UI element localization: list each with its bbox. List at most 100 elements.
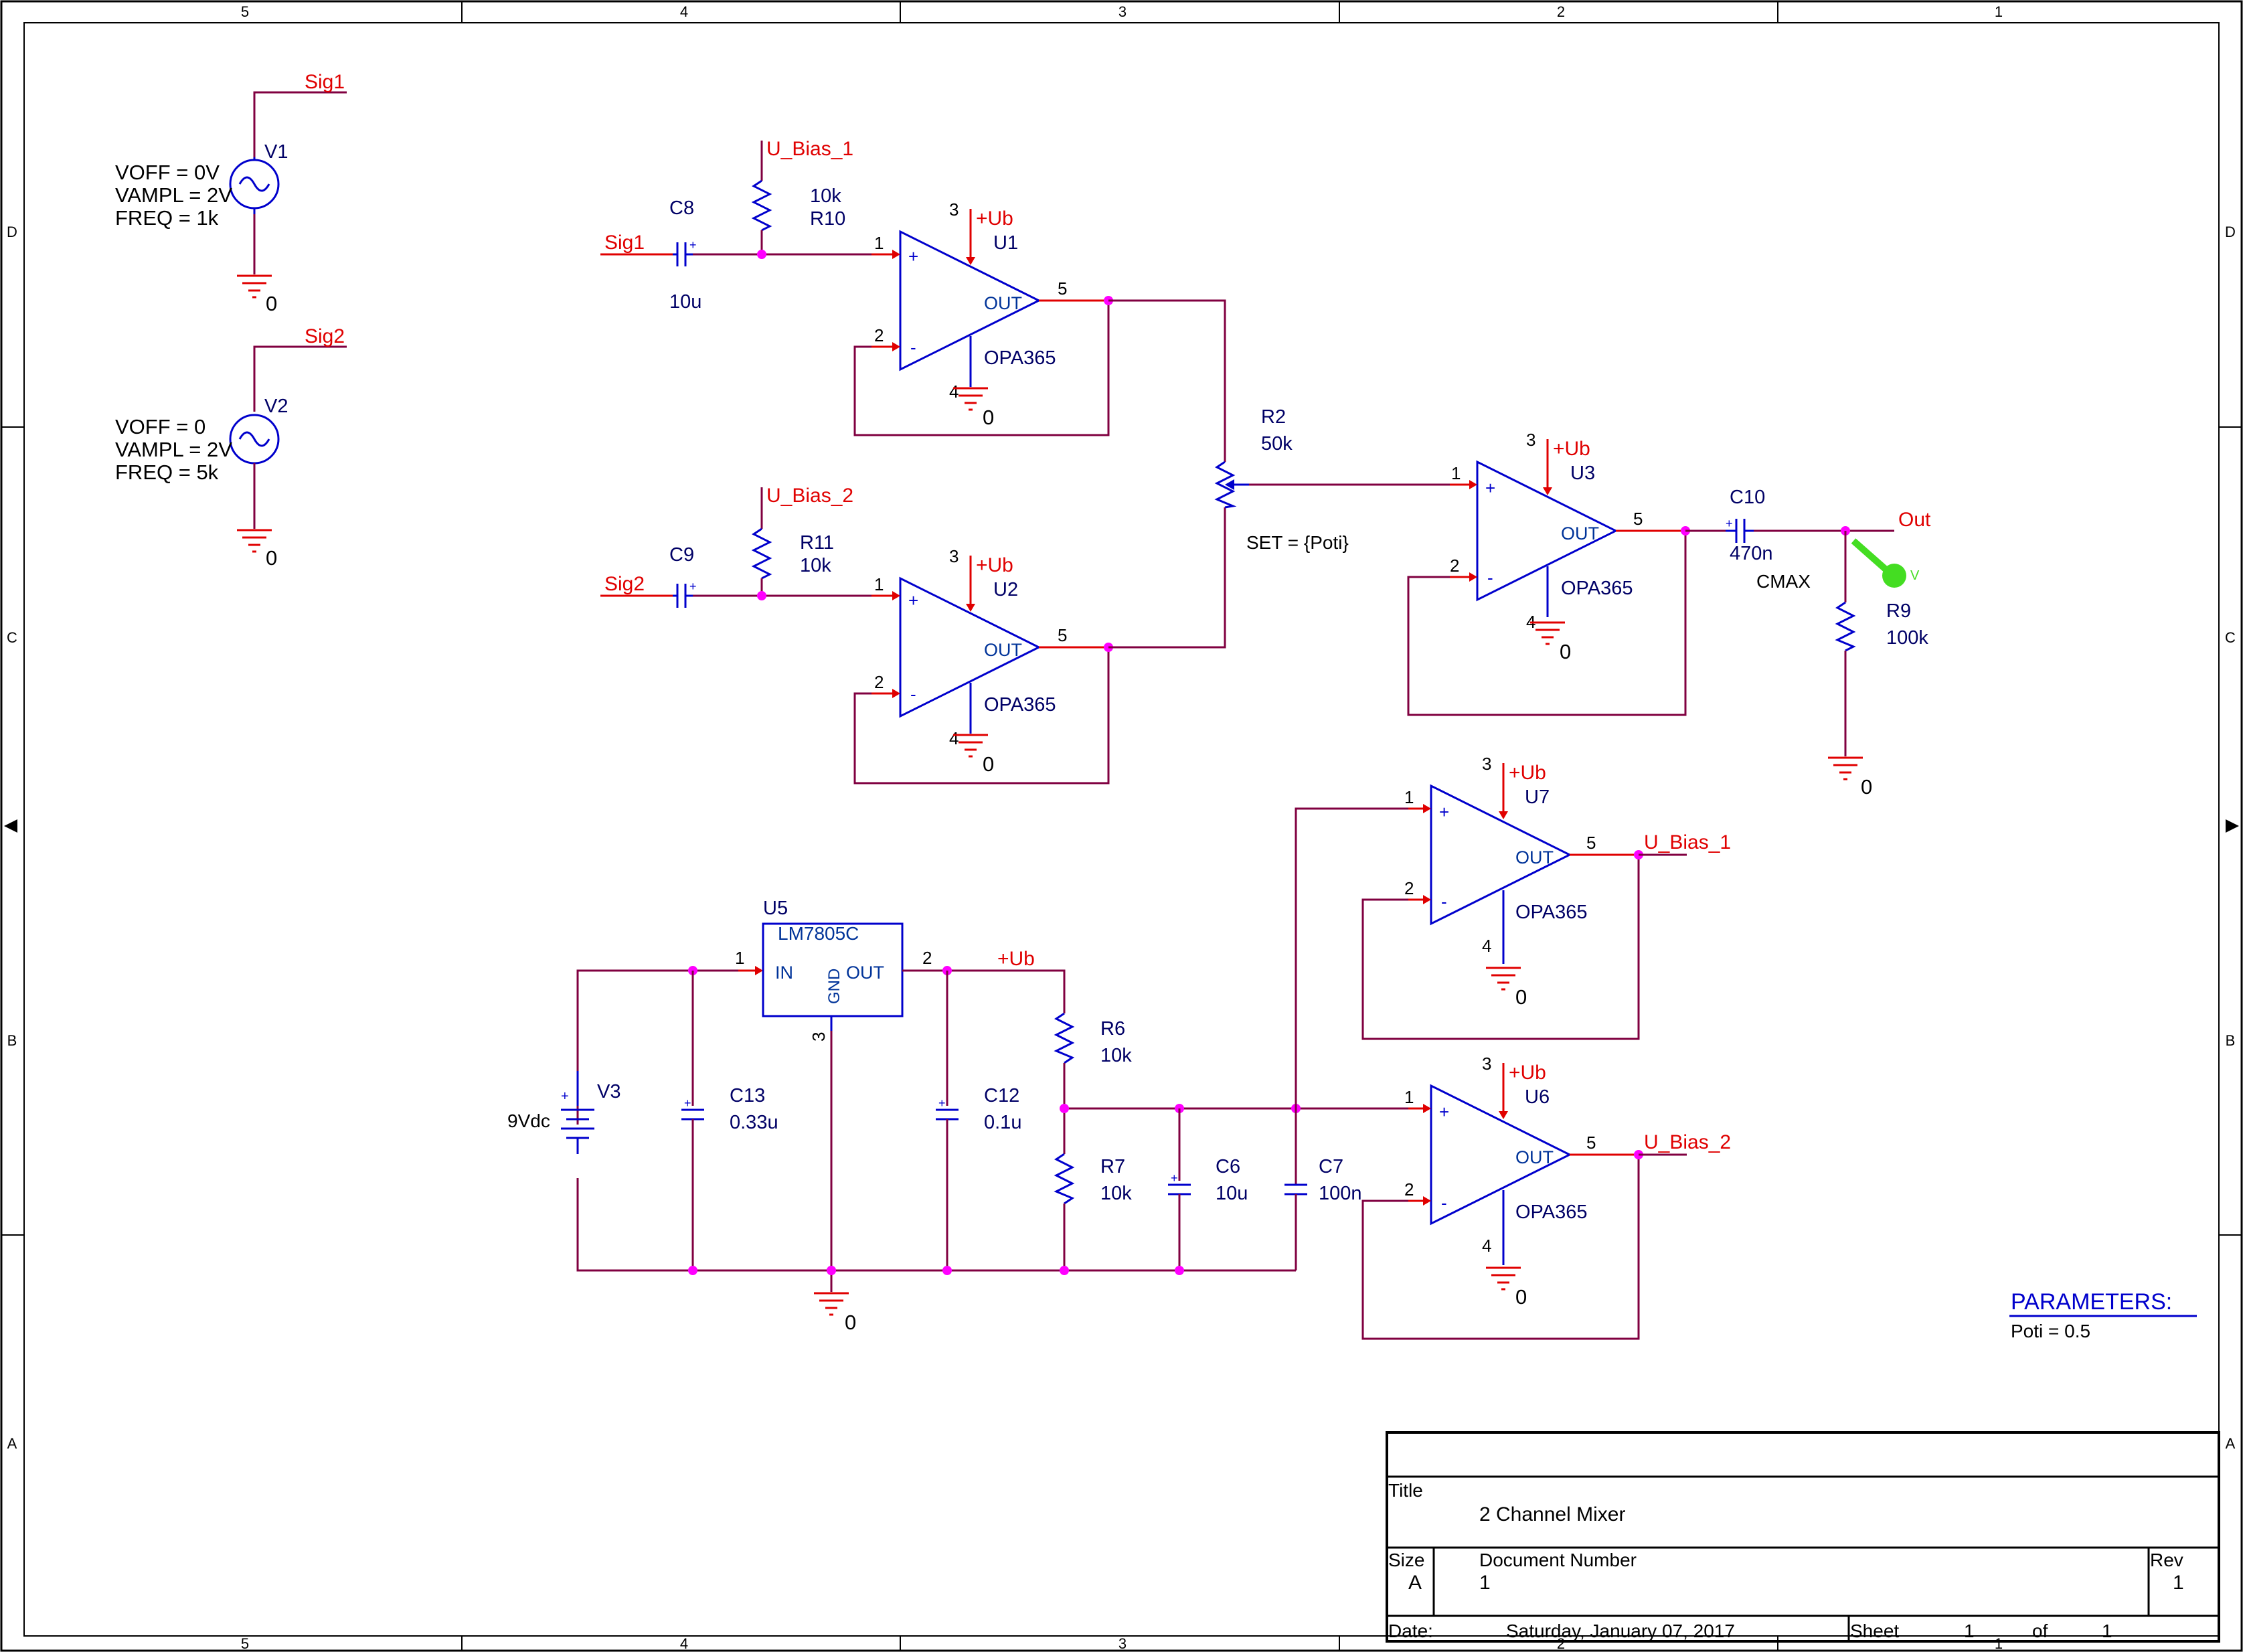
svg-text:+: + xyxy=(908,590,918,610)
c12-ref: C12 xyxy=(984,1085,1019,1106)
r2-value: 50k xyxy=(1261,433,1293,455)
resistor-r10[interactable]: U_Bias_1 10k R10 xyxy=(751,138,853,254)
u1-pin-5: 5 xyxy=(1058,278,1067,299)
c6-value: 10u xyxy=(1216,1183,1248,1204)
doc-number-label: Document Number xyxy=(1479,1550,1637,1570)
v1-param-voff: VOFF = 0V xyxy=(115,161,220,184)
u1-pin-1: 1 xyxy=(874,233,884,253)
regulator-u5[interactable]: U5 LM7805C IN OUT GND 2 3 xyxy=(762,898,932,1042)
u3-ref: U3 xyxy=(1570,463,1595,484)
u5-ref: U5 xyxy=(763,898,788,919)
r6-ref: R6 xyxy=(1100,1018,1125,1040)
r9-gnd-label: 0 xyxy=(1861,775,1872,799)
date-value: Saturday, January 07, 2017 xyxy=(1506,1621,1735,1641)
u5-gnd-label: GND xyxy=(825,969,843,1004)
svg-text:+: + xyxy=(1726,517,1733,530)
row-label-right-d: D xyxy=(2225,224,2236,240)
title-value: 2 Channel Mixer xyxy=(1479,1503,1625,1525)
net-label-u-bias-1: U_Bias_1 xyxy=(1644,831,1731,853)
resistor-r7[interactable]: R7 10k xyxy=(1054,1108,1132,1270)
svg-text:+: + xyxy=(689,238,697,252)
opamp-u1[interactable]: 1 2 + - 3 +Ub U1 OUT 5 OPA365 4 0 xyxy=(871,199,1108,429)
v2-param-voff: VOFF = 0 xyxy=(115,415,205,438)
parameters-block[interactable]: PARAMETERS: Poti = 0.5 xyxy=(2009,1289,2197,1341)
c9-ref: C9 xyxy=(669,544,694,566)
doc-number-value: 1 xyxy=(1479,1572,1491,1594)
u6-ref: U6 xyxy=(1525,1086,1550,1108)
r2-set: SET = {Poti} xyxy=(1246,532,1349,553)
u1-out-pin-label: OUT xyxy=(984,293,1022,313)
u7-pin-4: 4 xyxy=(1482,936,1491,956)
u3-supply: +Ub xyxy=(1553,438,1590,460)
v1-param-vampl: VAMPL = 2V xyxy=(115,183,232,207)
potentiometer-r2[interactable]: R2 50k SET = {Poti} xyxy=(1214,406,1349,553)
resistor-r11[interactable]: U_Bias_2 R11 10k xyxy=(751,485,853,596)
c8-ref: C8 xyxy=(669,197,694,219)
u2-pin-4: 4 xyxy=(949,728,959,748)
resistor-r9[interactable]: R9 100k xyxy=(1835,531,1928,756)
v1-ref: V1 xyxy=(264,141,288,163)
r11-value: 10k xyxy=(800,555,831,576)
svg-text:+: + xyxy=(1485,478,1495,498)
svg-text:-: - xyxy=(1441,1193,1447,1213)
opamp-u7[interactable]: 1 2 + - 3 +Ub U7 OUT 5 OPA365 4 0 xyxy=(1404,754,1639,1009)
u5-pin-2: 2 xyxy=(922,948,932,968)
r9-ref: R9 xyxy=(1886,600,1911,622)
r6-value: 10k xyxy=(1100,1045,1132,1066)
u6-pin-5: 5 xyxy=(1586,1133,1596,1153)
source-v1[interactable]: Sig1 V1 VOFF = 0V VAMPL = 2V FREQ = 1k 0 xyxy=(115,71,347,315)
u7-ref: U7 xyxy=(1525,787,1550,808)
row-label-right-b: B xyxy=(2226,1032,2236,1049)
capacitor-c6[interactable]: + C6 10u xyxy=(1168,1108,1248,1270)
row-label-right-c: C xyxy=(2225,629,2236,646)
mixer-stage[interactable]: R2 50k SET = {Poti} 1 2 + - 3 +Ub U3 OUT… xyxy=(1214,406,1931,799)
svg-text:+: + xyxy=(684,1096,691,1110)
opamp-triangle-icon xyxy=(899,230,1042,371)
sheet-count: 1 xyxy=(2102,1621,2112,1641)
u6-pin-3: 3 xyxy=(1482,1054,1491,1074)
capacitor-c10[interactable]: + C10 470n CMAX xyxy=(1726,487,1811,592)
title-label: Title xyxy=(1388,1480,1423,1501)
capacitor-c12[interactable]: + C12 0.1u xyxy=(936,971,1021,1270)
voltage-probe-marker[interactable]: V xyxy=(1851,538,1920,588)
opamp-u6[interactable]: 1 2 + - 3 +Ub U6 OUT 5 OPA365 4 0 xyxy=(1404,1054,1639,1309)
v2-param-vampl: VAMPL = 2V xyxy=(115,438,232,461)
u5-out-label: OUT xyxy=(846,963,884,983)
sheet-label: Sheet xyxy=(1850,1621,1899,1641)
v3-ref: V3 xyxy=(597,1081,620,1102)
power-supply[interactable]: 1 U5 LM7805C IN OUT GND 2 3 +Ub + V3 9Vd… xyxy=(507,807,1408,1334)
u7-pin-5: 5 xyxy=(1586,833,1596,853)
capacitor-c7[interactable]: C7 100n xyxy=(1284,1108,1362,1270)
opamp-u3[interactable]: 1 2 + - 3 +Ub U3 OUT 5 OPA365 4 0 xyxy=(1450,430,1685,663)
channel-2-input-buffer[interactable]: Sig2 + C9 U_Bias_2 R11 10k 1 2 + - xyxy=(600,485,1226,784)
v3-value: 9Vdc xyxy=(507,1110,550,1131)
col-label-top-4: 4 xyxy=(680,3,688,20)
u6-supply: +Ub xyxy=(1509,1062,1546,1084)
u2-pin-1: 1 xyxy=(874,574,884,594)
c6-ref: C6 xyxy=(1216,1156,1240,1177)
ground-icon xyxy=(814,1292,849,1316)
svg-text:+: + xyxy=(561,1089,569,1104)
net-label-sig1-source: Sig1 xyxy=(305,71,345,93)
row-label-left-c: C xyxy=(7,629,17,646)
parameters-heading: PARAMETERS: xyxy=(2011,1289,2172,1315)
v2-gnd-label: 0 xyxy=(266,546,277,570)
u1-pin-4: 4 xyxy=(949,382,959,402)
capacitor-c13[interactable]: + C13 0.33u xyxy=(681,971,778,1270)
r11-ref: R11 xyxy=(800,532,834,554)
opamp-u2[interactable]: 1 2 + - 3 +Ub U2 OUT 5 OPA365 4 0 xyxy=(871,546,1108,776)
battery-v3[interactable]: + V3 9Vdc xyxy=(507,1071,620,1154)
r7-ref: R7 xyxy=(1100,1156,1125,1177)
u3-out-pin-label: OUT xyxy=(1561,523,1599,544)
capacitor-c9[interactable]: + C9 xyxy=(669,544,697,608)
source-v2[interactable]: Sig2 V2 VOFF = 0 VAMPL = 2V FREQ = 5k 0 xyxy=(115,325,347,570)
u6-out-pin-label: OUT xyxy=(1515,1147,1554,1167)
channel-1-input-buffer[interactable]: Sig1 + C8 10u U_Bias_1 10k R10 1 xyxy=(600,138,1226,462)
row-label-left-d: D xyxy=(7,224,17,240)
resistor-r6[interactable]: R6 10k xyxy=(1054,1012,1132,1151)
row-label-left-b: B xyxy=(7,1032,17,1049)
svg-text:+: + xyxy=(1439,1102,1449,1122)
capacitor-c8[interactable]: + C8 10u xyxy=(669,197,701,313)
u1-ref: U1 xyxy=(993,232,1018,254)
